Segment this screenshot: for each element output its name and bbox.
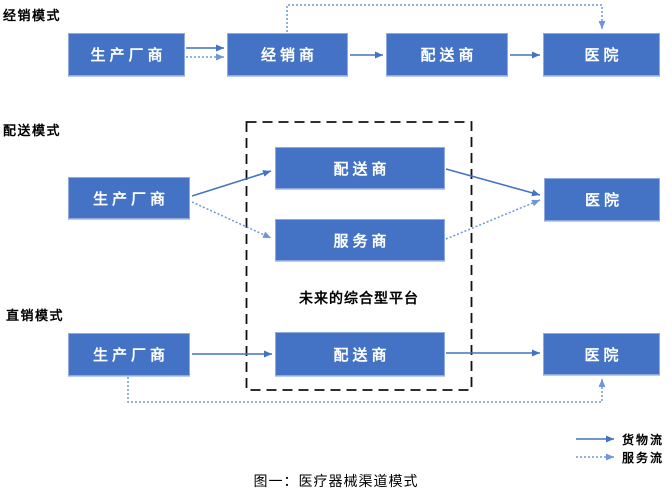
solid-arrows: [186, 44, 614, 443]
node-hospital-row1: 医院: [543, 33, 660, 76]
node-distributor-row1: 配送商: [386, 33, 508, 76]
arrow-r2-manufacturer-service-provider: [191, 201, 272, 239]
section-label-delivery-mode: 配送模式: [3, 124, 62, 139]
node-distributor-row2: 配送商: [275, 147, 445, 189]
legend-service-flow-label: 服务流: [622, 451, 665, 465]
node-hospital-row2: 医院: [544, 178, 660, 221]
legend-goods-flow-label: 货物流: [622, 433, 665, 447]
node-manufacturer-row3: 生产厂商: [68, 333, 190, 376]
section-label-distribution-mode: 经销模式: [3, 9, 62, 24]
arrow-r2-service-provider-hospital: [445, 199, 541, 240]
arrow-r1-dealer-hospital-service: [286, 4, 606, 32]
node-distributor-row3: 配送商: [275, 332, 445, 376]
node-service-provider-row2: 服务商: [275, 219, 445, 261]
section-label-direct-mode: 直销模式: [6, 309, 65, 324]
dotted-arrows: [127, 4, 614, 461]
arrow-r2-manufacturer-distributor-goods: [191, 170, 272, 197]
future-platform-label: 未来的综合型平台: [299, 291, 419, 307]
node-manufacturer-row2: 生产厂商: [68, 177, 190, 219]
figure-caption: 图一：医疗器械渠道模式: [253, 474, 419, 490]
future-platform-dashed-box: [245, 121, 473, 391]
node-hospital-row3: 医院: [543, 333, 660, 375]
arrow-r2-distributor-hospital-goods: [445, 168, 541, 197]
node-manufacturer-row1: 生产厂商: [68, 33, 185, 76]
node-dealer-row1: 经销商: [227, 33, 348, 76]
arrow-r3-manufacturer-hospital-service: [127, 377, 606, 403]
